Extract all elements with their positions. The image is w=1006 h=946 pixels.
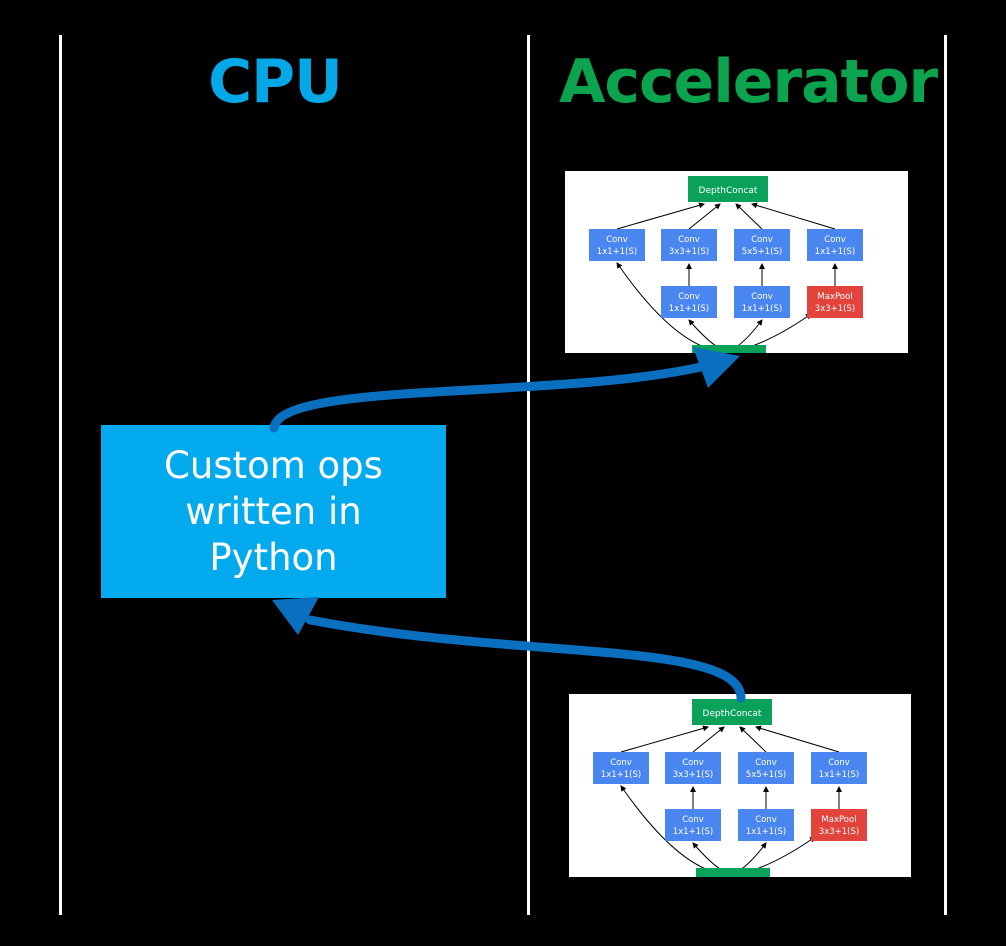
- graph-top-top-node-0: [589, 229, 645, 261]
- graph-bottom-top-node-2-line1: Conv: [755, 758, 777, 768]
- graph-top-bottom-node-0-line1: Conv: [678, 292, 700, 302]
- graph-bottom-top-node-1: [665, 752, 721, 784]
- graph-top-edge-to-concat-1: [688, 203, 721, 230]
- graph-top-edge-to-concat-3: [751, 202, 836, 230]
- graph-top-top-node-1-line1: Conv: [678, 235, 700, 245]
- graph-bottom-bottom-node-0-line1: Conv: [682, 815, 704, 825]
- graph-top-bottom-node-2: [807, 286, 863, 318]
- graph-top-bottom-node-1-line1: Conv: [751, 292, 773, 302]
- graph-bottom-top-node-1-line2: 3x3+1(S): [673, 770, 713, 780]
- divider-right: [944, 35, 947, 915]
- graph-bottom-bottom-node-2-line1: MaxPool: [821, 815, 856, 825]
- graph-bottom-input-node: [696, 868, 770, 877]
- graph-bottom-edge-to-concat-3: [755, 725, 840, 753]
- graph-top-edge-to-concat-2: [735, 203, 763, 230]
- graph-bottom-top-node-3: [811, 752, 867, 784]
- graph-top-bottom-node-2-line2: 3x3+1(S): [815, 304, 855, 314]
- graph-top-bottom-node-0-line2: 1x1+1(S): [669, 304, 709, 314]
- graph-top-top-node-2-line1: Conv: [751, 235, 773, 245]
- graph-bottom-top-node-3-line1: Conv: [828, 758, 850, 768]
- cpu-column-title: CPU: [208, 47, 343, 117]
- graph-bottom-bottom-node-0: [665, 809, 721, 841]
- graph-top-top-node-3-line1: Conv: [824, 235, 846, 245]
- divider-left: [59, 35, 62, 915]
- graph-bottom-edge-to-concat-0: [620, 725, 709, 753]
- graph-top-bottom-node-2-line1: MaxPool: [817, 292, 852, 302]
- graph-top-bottom-node-1: [734, 286, 790, 318]
- graph-bottom-top-node-0: [593, 752, 649, 784]
- custom-ops-label: Custom ops written in Python: [164, 443, 383, 579]
- graph-bottom-bottom-node-1: [738, 809, 794, 841]
- graph-top-input-node: [692, 345, 766, 353]
- graph-top-depthconcat-node: [688, 176, 768, 202]
- accelerator-column-title: Accelerator: [558, 47, 938, 117]
- graph-bottom-bottom-node-1-line2: 1x1+1(S): [746, 827, 786, 837]
- graph-bottom-bottom-node-1-line1: Conv: [755, 815, 777, 825]
- arrow-cpu-to-accelerator: [269, 347, 740, 433]
- arrow-accelerator-to-cpu: [272, 597, 746, 703]
- graph-bottom-depthconcat-node: [692, 699, 772, 725]
- graph-top-top-node-0-line2: 1x1+1(S): [597, 247, 637, 257]
- graph-top-top-node-1: [661, 229, 717, 261]
- graph-bottom-top-node-2: [738, 752, 794, 784]
- graph-bottom-top-node-0-line2: 1x1+1(S): [601, 770, 641, 780]
- graph-bottom-bottom-node-0-line2: 1x1+1(S): [673, 827, 713, 837]
- graph-top-bottom-node-0: [661, 286, 717, 318]
- graph-bottom-top-node-3-line2: 1x1+1(S): [819, 770, 859, 780]
- graph-top-top-node-3-line2: 1x1+1(S): [815, 247, 855, 257]
- graph-bottom-top-node-1-line1: Conv: [682, 758, 704, 768]
- graph-bottom-bottom-node-2-line2: 3x3+1(S): [819, 827, 859, 837]
- graph-top-bottom-node-1-line2: 1x1+1(S): [742, 304, 782, 314]
- graph-bottom-top-node-0-line1: Conv: [610, 758, 632, 768]
- graph-top-top-node-2-line2: 5x5+1(S): [742, 247, 782, 257]
- graph-top-depthconcat-label: DepthConcat: [699, 186, 758, 196]
- custom-ops-box: Custom ops written in Python: [101, 425, 446, 598]
- graph-bottom-edge-to-concat-1: [692, 726, 725, 753]
- graph-top-top-node-0-line1: Conv: [606, 235, 628, 245]
- graph-bottom-depthconcat-label: DepthConcat: [703, 709, 762, 719]
- graph-bottom-edge-to-concat-2: [739, 726, 767, 753]
- graph-top-top-node-3: [807, 229, 863, 261]
- graph-bottom-top-node-2-line2: 5x5+1(S): [746, 770, 786, 780]
- graph-top-top-node-1-line2: 3x3+1(S): [669, 247, 709, 257]
- graph-bottom-bottom-node-2: [811, 809, 867, 841]
- divider-middle: [527, 35, 530, 915]
- graph-top-edge-to-concat-0: [616, 202, 705, 230]
- graph-top-top-node-2: [734, 229, 790, 261]
